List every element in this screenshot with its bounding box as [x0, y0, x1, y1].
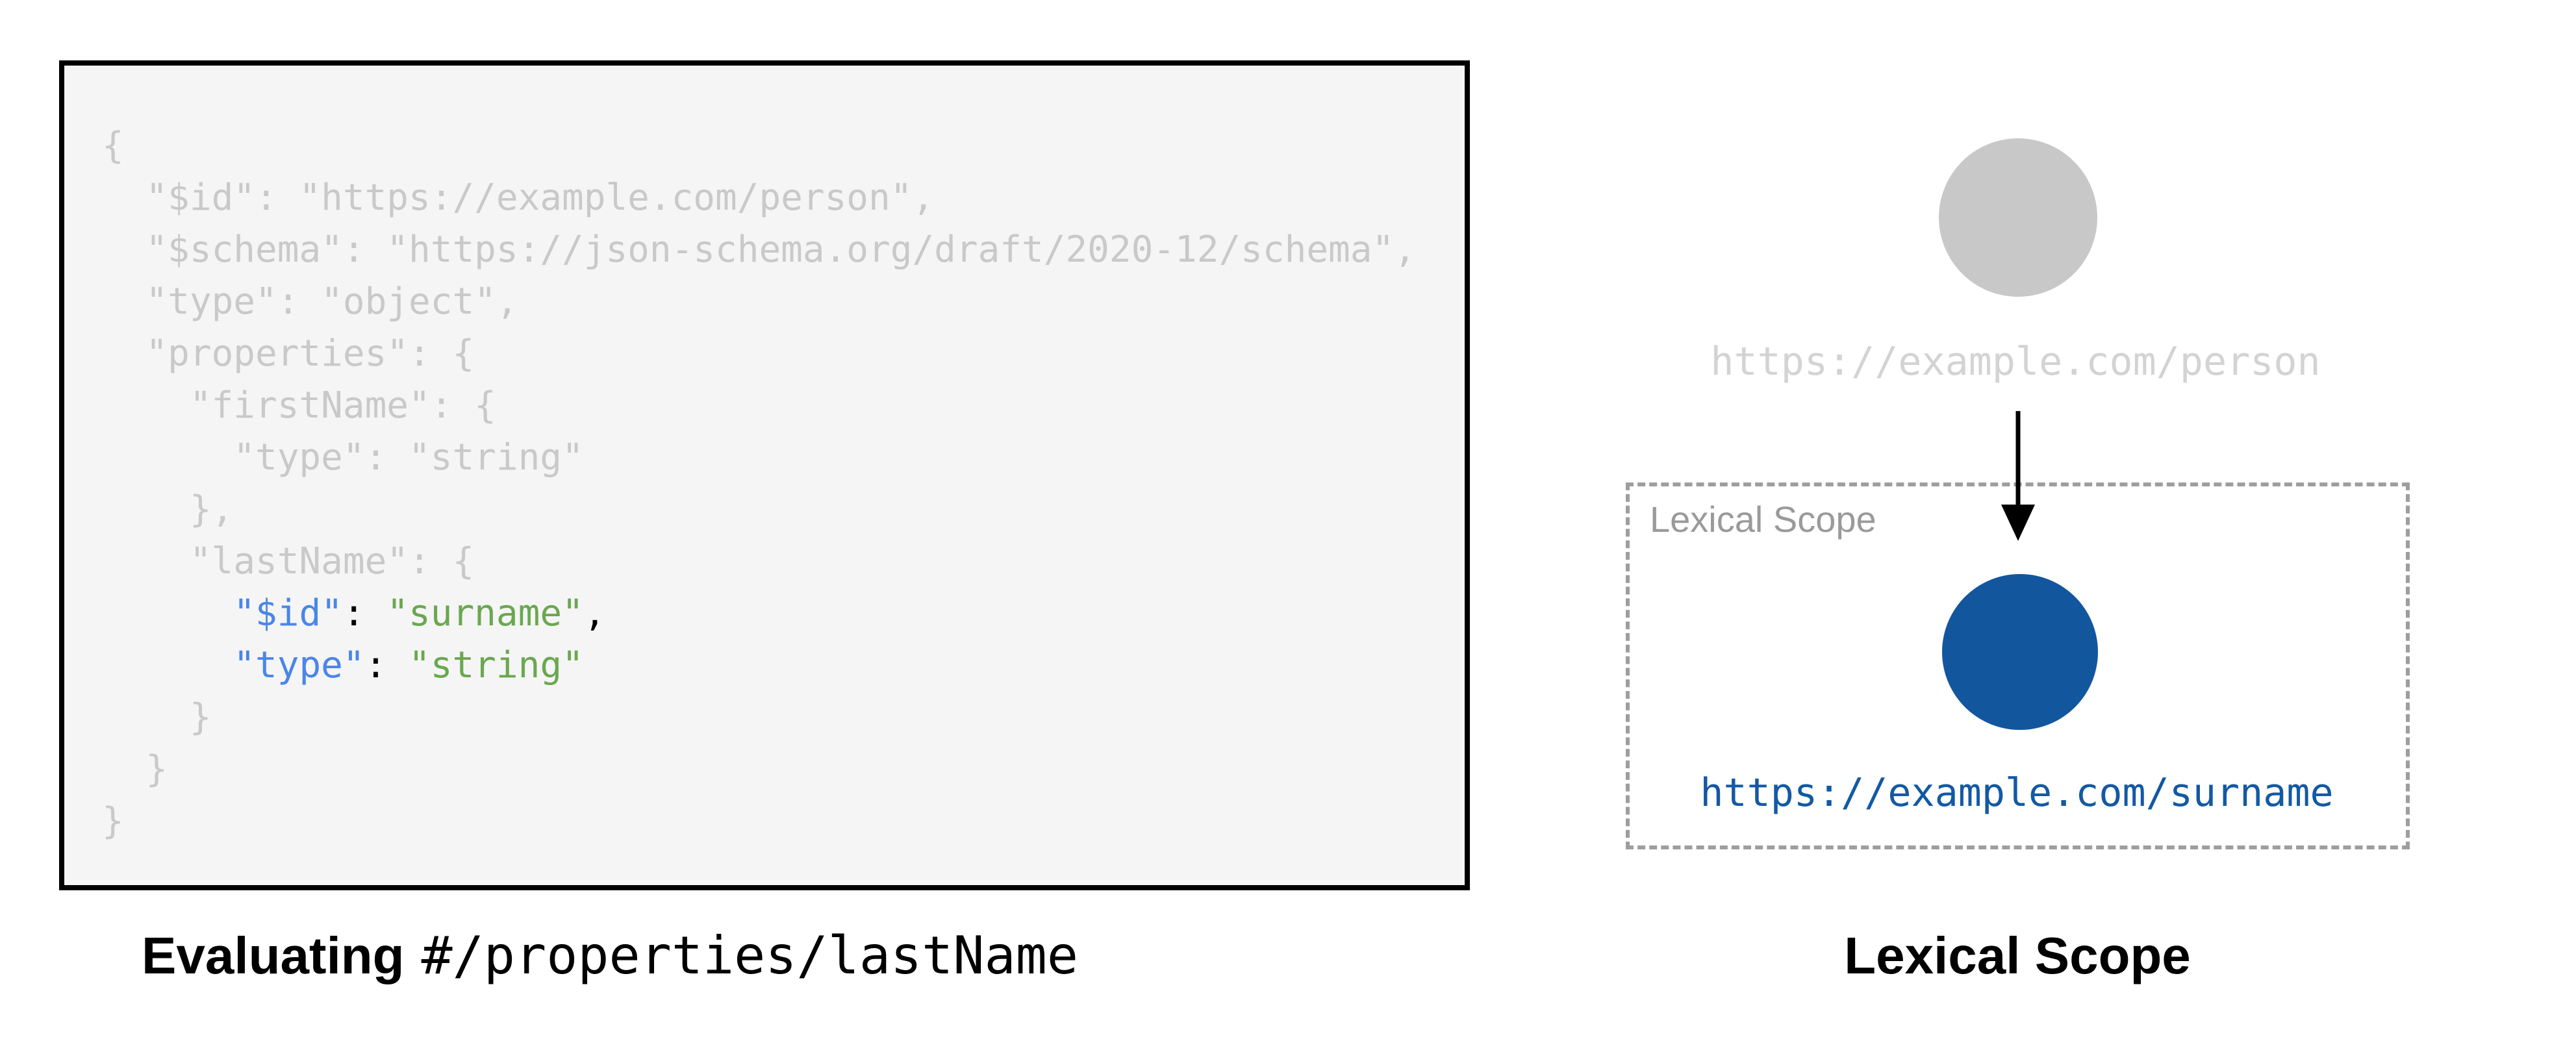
code-line: "$id": "surname",: [233, 592, 606, 634]
surname-node-label: https://example.com/surname: [1700, 770, 2334, 816]
code-line: "lastName": {: [102, 540, 475, 582]
surname-node-circle: [1942, 574, 2098, 730]
code-line: "$id": "https://example.com/person",: [102, 177, 935, 219]
code-line: "type": "string": [233, 644, 584, 686]
person-node-label: https://example.com/person: [1710, 339, 2321, 384]
code-line: }: [102, 696, 212, 738]
code-caption: Evaluating#/properties/lastName: [142, 930, 1078, 982]
scope-caption: Lexical Scope: [1844, 927, 2191, 984]
code-caption-json-pointer: #/properties/lastName: [421, 925, 1078, 986]
code-line: }: [102, 748, 168, 790]
code-line: "$schema": "https://json-schema.org/draf…: [102, 229, 1416, 271]
code-line: "properties": {: [102, 332, 475, 375]
code-line: "type": "string": [102, 436, 584, 479]
code-line: {: [102, 125, 124, 167]
code-line: }: [102, 800, 124, 842]
code-line: },: [102, 488, 234, 531]
code-lines: { "$id": "https://example.com/person", "…: [64, 66, 1465, 847]
code-caption-label: Evaluating: [142, 927, 405, 984]
down-arrow-icon: [2001, 411, 2035, 541]
code-line: "firstName": {: [102, 384, 496, 427]
lexical-scope-box-label: Lexical Scope: [1650, 499, 1876, 540]
code-line: "type": "object",: [102, 281, 518, 323]
person-node-circle: [1939, 138, 2097, 297]
json-schema-code-block: { "$id": "https://example.com/person", "…: [59, 60, 1470, 890]
